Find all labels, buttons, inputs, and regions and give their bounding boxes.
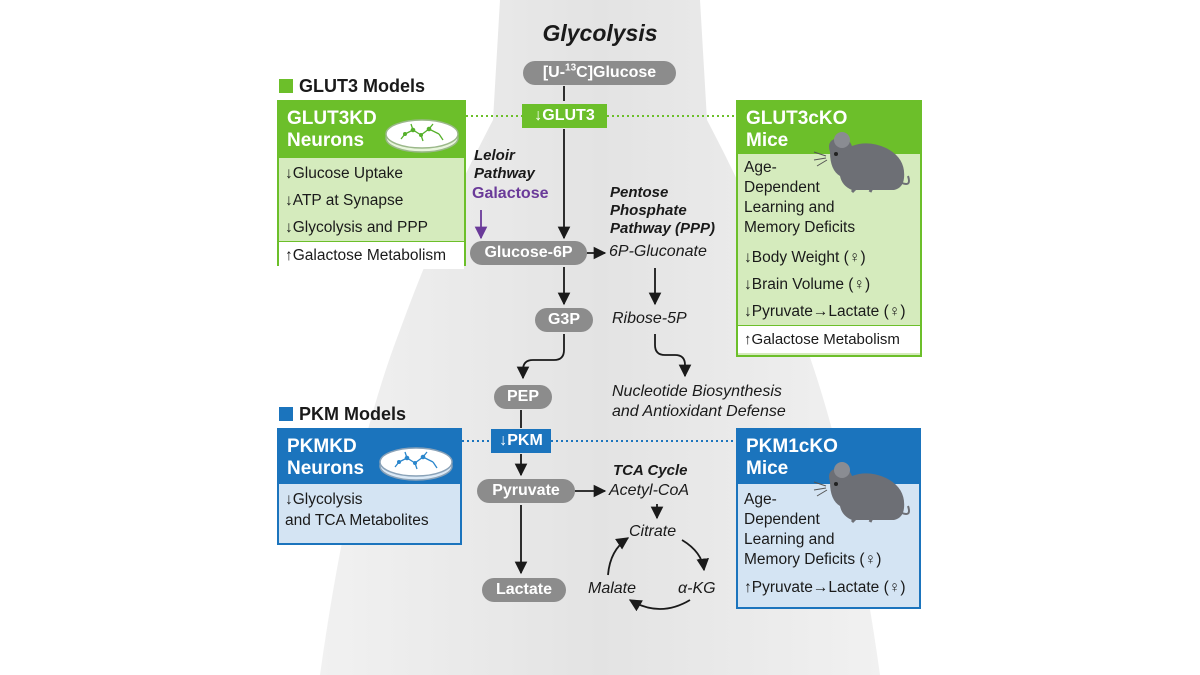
- glut3kd-item: ↓Glycolysis and PPP: [285, 219, 428, 236]
- mouse-icon: [813, 132, 910, 194]
- glut3-box: ↓GLUT3: [522, 104, 607, 128]
- petri-dish-neurons-icon: [385, 119, 459, 153]
- ribose-label: Ribose-5P: [612, 310, 687, 327]
- glut3cko-mice-header: GLUT3cKO Mice: [738, 102, 920, 154]
- glut3cko-deficits: Age- Dependent Learning and Memory Defic…: [744, 159, 856, 236]
- glut3kd-item: ↓Glucose Uptake: [285, 165, 404, 182]
- pkmkd-neurons-panel: PKMKD Neurons ↓Glycolysis and TCA Metabo…: [277, 428, 462, 545]
- leloir-pathway-label: Leloir Pathway: [474, 147, 535, 182]
- g3p-node: G3P: [535, 308, 593, 332]
- glut3cko-mice-panel: GLUT3cKO Mice Age- Dependent Learning an…: [736, 100, 922, 357]
- mouse-icon: [813, 462, 910, 524]
- pkm-box: ↓PKM: [491, 429, 551, 453]
- glut3cko-item: ↓Body Weight (♀): [744, 249, 866, 266]
- pkm1cko-item: ↑Pyruvate→Lactate (♀): [744, 579, 906, 596]
- pkmkd-item: and TCA Metabolites: [285, 512, 429, 529]
- gluconate-label: 6P-Gluconate: [609, 243, 707, 260]
- arrow-g3p-to-pep: [516, 334, 565, 380]
- arrow-ribose-to-nucleotide: [654, 334, 692, 378]
- pkm1cko-deficits: Age- Dependent Learning and Memory Defic…: [744, 491, 882, 568]
- acetylcoa-label: Acetyl-CoA: [609, 482, 690, 499]
- green-square-icon: [279, 79, 293, 93]
- pkmkd-item: ↓Glycolysis: [285, 491, 363, 508]
- glut3cko-item: ↓Pyruvate→Lactate (♀): [744, 303, 906, 320]
- malate-label: Malate: [588, 580, 637, 597]
- blue-square-icon: [279, 407, 293, 421]
- nucleotide-label: Nucleotide Biosynthesis and Antioxidant …: [612, 383, 786, 420]
- arrow-malate-to-citrate: [607, 537, 630, 576]
- ppp-label: Pentose Phosphate Pathway (PPP): [610, 184, 716, 237]
- glut3cko-item: ↓Brain Volume (♀): [744, 276, 871, 293]
- galactose-label: Galactose: [472, 185, 549, 202]
- diagram-title: Glycolysis: [542, 20, 658, 46]
- glucose-node: [U-13C]Glucose: [523, 61, 676, 85]
- tca-cycle-title: TCA Cycle: [613, 462, 688, 479]
- arrow-citrate-to-akg: [681, 539, 710, 572]
- glut3cko-item: ↑Galactose Metabolism: [738, 325, 920, 353]
- arrow-akg-to-malate: [628, 599, 691, 612]
- akg-label: α-KG: [678, 580, 716, 597]
- petri-dish-neurons-icon: [379, 447, 453, 481]
- pkm1cko-mice-header: PKM1cKO Mice: [738, 430, 919, 484]
- glucose-6p-node: Glucose-6P: [470, 241, 587, 265]
- glut3kd-neurons-panel: GLUT3KD Neurons ↓Glucose Uptake ↓ATP at …: [277, 100, 466, 269]
- pyruvate-node: Pyruvate: [477, 479, 575, 503]
- pep-node: PEP: [494, 385, 552, 409]
- citrate-label: Citrate: [629, 523, 677, 540]
- glut3-models-heading: GLUT3 Models: [279, 76, 425, 97]
- glut3kd-item: ↓ATP at Synapse: [285, 192, 404, 209]
- lactate-node: Lactate: [482, 578, 566, 602]
- pkm-models-heading: PKM Models: [279, 404, 406, 425]
- glut3kd-item: ↑Galactose Metabolism: [279, 241, 464, 269]
